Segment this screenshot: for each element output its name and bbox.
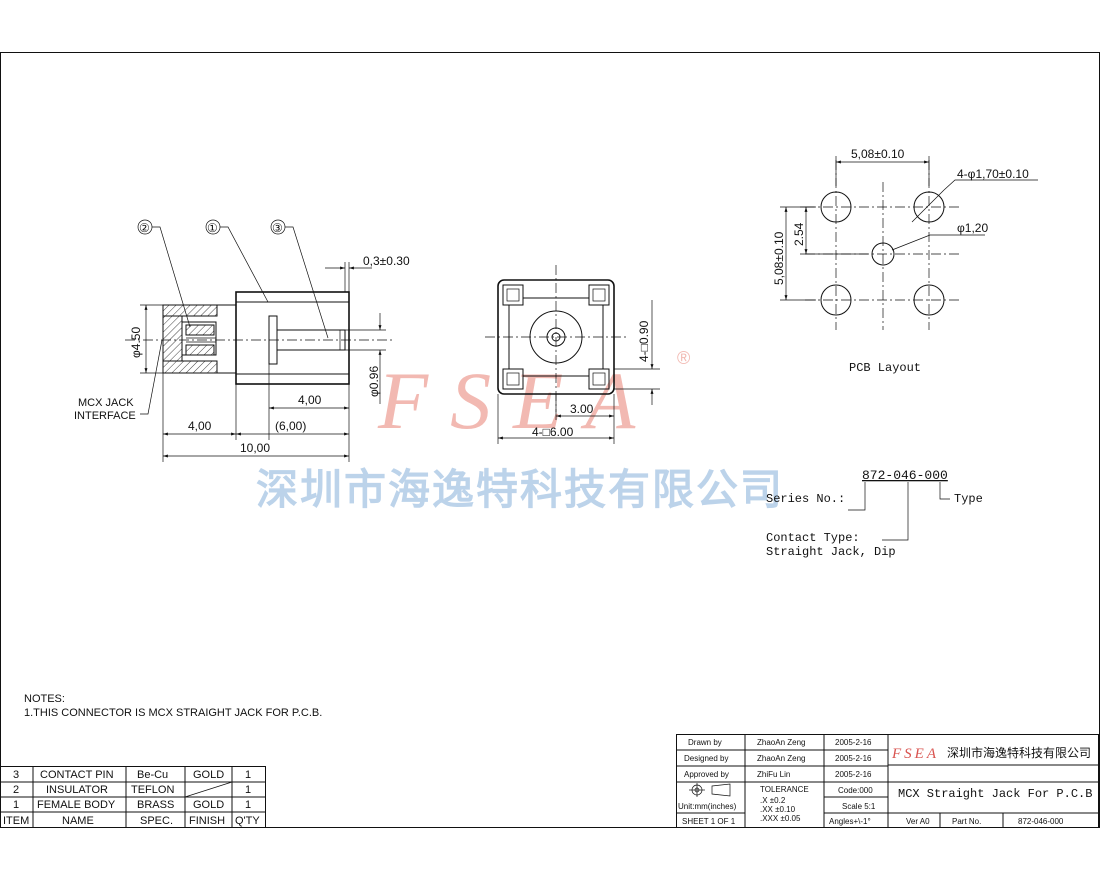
interface-label-1: MCX JACK (78, 397, 134, 409)
contact-type-value: Straight Jack, Dip (766, 545, 896, 559)
title-block: Drawn by ZhaoAn Zeng 2005-2-16 Designed … (676, 734, 1099, 828)
notes-line-1: 1.THIS CONNECTOR IS MCX STRAIGHT JACK FO… (24, 707, 322, 719)
bom-row-1-item: 3 (13, 769, 19, 781)
dim-1000: 10,00 (240, 441, 270, 455)
dim-pitch-h: 5,08±0.10 (851, 147, 905, 161)
bom-row-1-finish: GOLD (193, 769, 224, 781)
bom-row-2-item: 2 (13, 784, 19, 796)
pcb-layout: 5,08±0.10 4-φ1,70±0.10 φ1,20 2.54 5,08±0… (772, 147, 1038, 375)
notes-heading: NOTES: (24, 693, 65, 705)
interface-label-2: INTERFACE (74, 410, 136, 422)
dim-600: (6,00) (275, 419, 306, 433)
part-number-breakdown: 872-046-000 Series No.: Type Contact Typ… (766, 468, 983, 559)
bom-row-3-spec: BRASS (137, 799, 174, 811)
contact-type-label: Contact Type: (766, 531, 860, 545)
type-label: Type (954, 492, 983, 506)
bom-header-qty: Q'TY (235, 815, 260, 827)
watermark: FSEA ® 深圳市海逸特科技有限公司 (256, 348, 784, 514)
bom-row-3-qty: 1 (245, 799, 251, 811)
drawing-title: MCX Straight Jack For P.C.B (898, 787, 1092, 801)
pcb-layout-title: PCB Layout (849, 361, 921, 375)
dim-body-square: 4-□6.00 (532, 425, 574, 439)
dim-pitch-v: 5,08±0.10 (772, 231, 786, 285)
callout-1: ① (207, 221, 218, 235)
tolerance-xxx: .XXX ±0.05 (760, 814, 801, 823)
side-view: ② ① ③ 0,3±0.30 φ4.50 φ0.96 4,00 ( (74, 219, 410, 462)
designed-label: Designed by (684, 754, 728, 763)
tolerance-x: .X ±0.2 (760, 796, 786, 805)
contact-pin (276, 329, 346, 351)
bom-row-2-name: INSULATOR (46, 784, 108, 796)
dim-dia-450: φ4.50 (129, 327, 143, 358)
dim-dia-096: φ0.96 (367, 366, 381, 397)
callout-3: ③ (272, 221, 283, 235)
bom-row-1-name: CONTACT PIN (40, 769, 114, 781)
angles-label: Angles+\-1° (829, 817, 871, 826)
approved-name: ZhiFu Lin (757, 770, 790, 779)
watermark-company: 深圳市海逸特科技有限公司 (256, 465, 784, 514)
dim-254: 2.54 (792, 222, 806, 246)
bom-header-finish: FINISH (189, 815, 225, 827)
bom-row-1-qty: 1 (245, 769, 251, 781)
front-view: 4-□0.90 3.00 4-□6.00 (485, 265, 660, 444)
scale-label: Scale 5:1 (842, 802, 876, 811)
drawn-label: Drawn by (688, 738, 722, 747)
designed-name: ZhaoAn Zeng (757, 754, 805, 763)
breakdown-part-no: 872-046-000 (862, 468, 948, 483)
series-label: Series No.: (766, 492, 845, 506)
approved-date: 2005-2-16 (835, 770, 872, 779)
part-no-value: 872-046-000 (1018, 817, 1064, 826)
tolerance-label: TOLERANCE (760, 785, 809, 794)
dim-gap: 0,3±0.30 (363, 254, 410, 268)
bom-row-3-name: FEMALE BODY (37, 799, 116, 811)
bom-row-3-item: 1 (13, 799, 19, 811)
dim-300: 3.00 (570, 402, 594, 416)
bom-header-spec: SPEC. (140, 815, 173, 827)
dim-center-hole: φ1,20 (957, 221, 988, 235)
dim-400-left: 4,00 (188, 419, 212, 433)
designed-date: 2005-2-16 (835, 754, 872, 763)
bom-table: 3 CONTACT PIN Be-Cu GOLD 1 2 INSULATOR T… (0, 766, 266, 828)
sheet-label: SHEET 1 OF 1 (682, 817, 736, 826)
title-block-company: 深圳市海逸特科技有限公司 (947, 745, 1091, 760)
tolerance-xx: .XX ±0.10 (760, 805, 796, 814)
bom-row-3-finish: GOLD (193, 799, 224, 811)
code-label: Code:000 (838, 786, 873, 795)
version-label: Ver A0 (906, 817, 930, 826)
jack-body (235, 291, 350, 385)
part-no-label: Part No. (952, 817, 981, 826)
watermark-registered: ® (677, 348, 690, 368)
notes: NOTES: 1.THIS CONNECTOR IS MCX STRAIGHT … (24, 693, 322, 719)
bom-header-name: NAME (62, 815, 94, 827)
pcb-holes (820, 191, 945, 316)
socket-outer (529, 310, 583, 364)
dim-400-right: 4,00 (298, 393, 322, 407)
projection-symbol-icon (689, 783, 731, 797)
drawn-date: 2005-2-16 (835, 738, 872, 747)
drawn-name: ZhaoAn Zeng (757, 738, 805, 747)
bom-row-2-spec: TEFLON (131, 784, 174, 796)
dim-holes: 4-φ1,70±0.10 (957, 167, 1029, 181)
dim-pin-square: 4-□0.90 (637, 320, 651, 362)
approved-label: Approved by (684, 770, 729, 779)
bom-row-2-qty: 1 (245, 784, 251, 796)
callout-2: ② (139, 221, 150, 235)
units-label: Unit:mm(inches) (678, 802, 737, 811)
bom-row-1-spec: Be-Cu (137, 769, 168, 781)
watermark-logo: FSEA (377, 355, 657, 446)
title-block-logo: FSEA (891, 746, 939, 762)
bom-header-item: ITEM (3, 815, 29, 827)
